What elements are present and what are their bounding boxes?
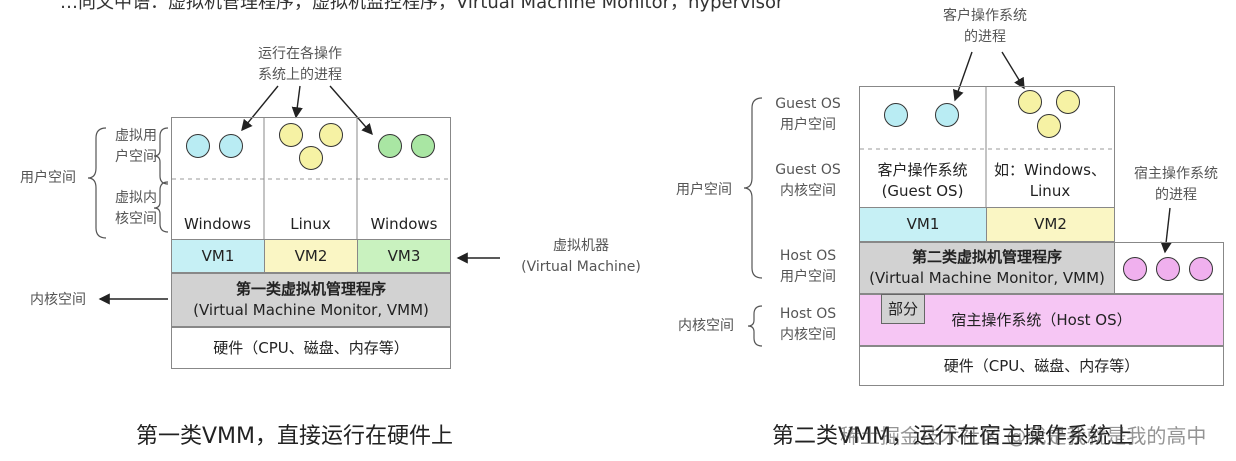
process-note: 运行在各操作 系统上的进程 bbox=[258, 46, 342, 83]
guest-os-box: 客户操作系统 (Guest OS) bbox=[877, 161, 968, 200]
vm1-box: VM1 bbox=[171, 239, 265, 273]
guest-process-note: 客户操作系统 的进程 bbox=[943, 8, 1027, 45]
process-dot bbox=[219, 134, 243, 158]
guest-user-label: Guest OS 用户空间 bbox=[775, 96, 841, 133]
right-hardware-box: 硬件（CPU、磁盘、内存等） bbox=[859, 346, 1224, 386]
host-user-label: Host OS 用户空间 bbox=[779, 248, 837, 285]
partial-box: 部分 bbox=[881, 294, 925, 324]
process-dot bbox=[319, 123, 343, 147]
process-dot bbox=[1189, 257, 1213, 281]
vm3-box: VM3 bbox=[357, 239, 451, 273]
process-dot bbox=[411, 134, 435, 158]
right-caption: 第二类VMM，运行在宿主操作系统上 bbox=[772, 424, 1134, 449]
process-dot bbox=[935, 103, 959, 127]
virtual-user-space-label: 虚拟用 户空间 bbox=[115, 128, 157, 165]
top-text: …向文中语：虚拟机管理程序，虚拟机监控程序，Virtual Machine Mo… bbox=[60, 0, 784, 13]
right-user-space-label: 用户空间 bbox=[676, 182, 732, 198]
os-label-3: Windows bbox=[370, 214, 438, 233]
vmm-type2-box: 第二类虚拟机管理程序 (Virtual Machine Monitor, VMM… bbox=[859, 242, 1115, 294]
right-vm1-box: VM1 bbox=[859, 207, 987, 242]
host-process-area bbox=[1114, 242, 1224, 294]
guest-kernel-label: Guest OS 内核空间 bbox=[775, 162, 841, 199]
vm-note: 虚拟机器 (Virtual Machine) bbox=[521, 238, 641, 275]
host-kernel-label: Host OS 内核空间 bbox=[779, 306, 837, 343]
process-dot bbox=[186, 134, 210, 158]
process-dot bbox=[884, 103, 908, 127]
left-caption: 第一类VMM，直接运行在硬件上 bbox=[136, 424, 454, 449]
hardware-box: 硬件（CPU、磁盘、内存等） bbox=[171, 327, 451, 369]
process-dot bbox=[1156, 257, 1180, 281]
os-label-2: Linux bbox=[290, 214, 331, 233]
process-dot bbox=[1037, 114, 1061, 138]
virtual-kernel-space-label: 虚拟内 核空间 bbox=[115, 190, 157, 227]
vmm-type1-box: 第一类虚拟机管理程序 (Virtual Machine Monitor, VMM… bbox=[171, 273, 451, 327]
process-dot bbox=[1056, 90, 1080, 114]
right-kernel-space-label: 内核空间 bbox=[678, 318, 734, 334]
example-os-box: 如：Windows、 Linux bbox=[994, 161, 1106, 200]
watermark: 稀土掘金技术社区 @我是我就是我的高中 bbox=[840, 424, 1207, 448]
kernel-space-label: 内核空间 bbox=[30, 292, 86, 308]
process-dot bbox=[1018, 90, 1042, 114]
user-space-label: 用户空间 bbox=[20, 170, 76, 186]
right-vm2-box: VM2 bbox=[986, 207, 1115, 242]
process-dot bbox=[1123, 257, 1147, 281]
process-dot bbox=[378, 134, 402, 158]
host-process-note: 宿主操作系统 的进程 bbox=[1134, 166, 1218, 203]
process-dot bbox=[299, 146, 323, 170]
os-label-1: Windows bbox=[184, 214, 251, 233]
process-dot bbox=[279, 123, 303, 147]
vm2-box: VM2 bbox=[264, 239, 358, 273]
